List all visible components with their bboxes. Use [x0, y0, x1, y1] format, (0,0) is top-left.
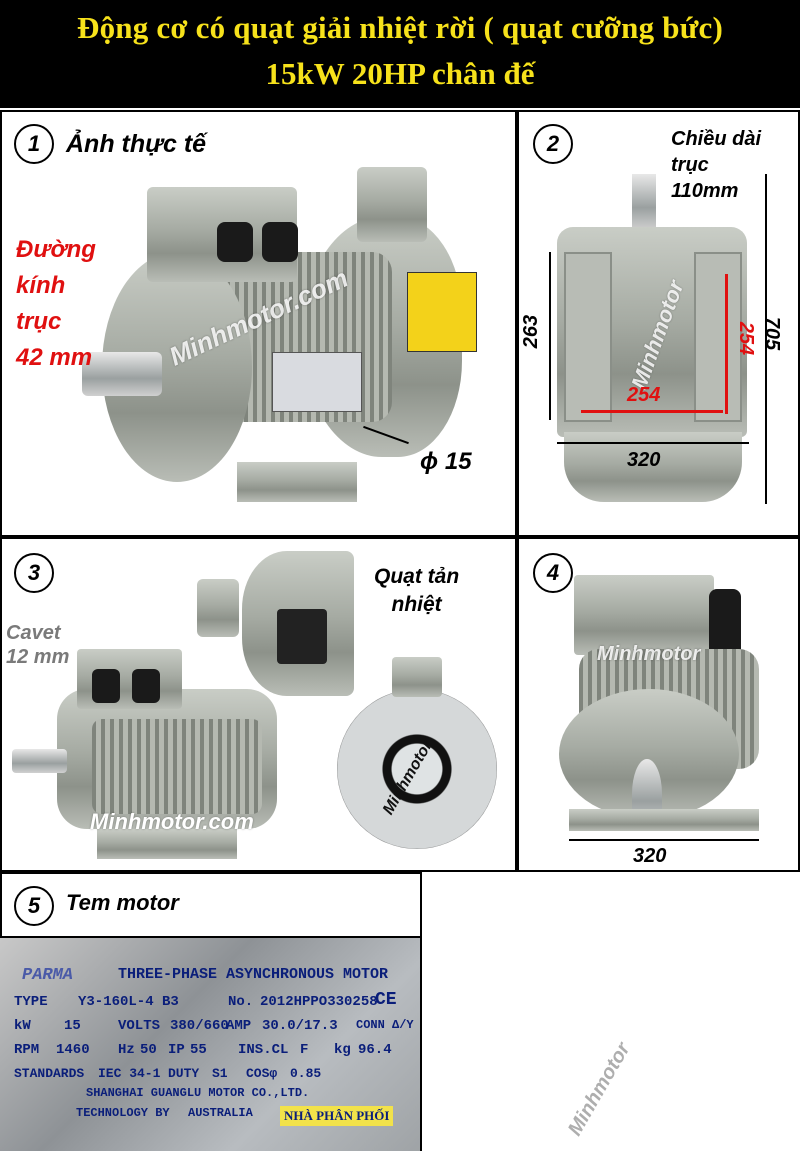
plate-tech: TECHNOLOGY BY — [76, 1106, 170, 1120]
panel-number: 4 — [533, 553, 573, 593]
panel-real-photo: 1 Ảnh thực tế Đường kính trục 42 mm Minh… — [0, 110, 517, 537]
motor-foot — [569, 809, 759, 831]
dim-254-horizontal-label: 254 — [627, 384, 661, 406]
plate-ins-label: INS.CL — [238, 1042, 289, 1058]
panel-front-view: 4 Minhmotor 320 — [517, 537, 800, 872]
motor-shaft — [632, 174, 656, 230]
motor-foot — [694, 252, 742, 422]
dim-line-254-horizontal — [581, 410, 723, 413]
plate-rpm-value: 1460 — [56, 1042, 90, 1058]
plate-type-label: TYPE — [14, 994, 48, 1010]
plate-kw-label: kW — [14, 1018, 31, 1034]
dim-705-label: 705 — [761, 316, 784, 351]
plate-ce-mark: CE — [375, 990, 397, 1010]
plate-kw-value: 15 — [64, 1018, 81, 1034]
fan-terminal-box — [357, 167, 427, 242]
plate-kg-value: 96.4 — [358, 1042, 392, 1058]
panel-number: 5 — [14, 886, 54, 926]
plate-conn-value: Δ/Y — [392, 1018, 414, 1032]
dim-line-254-vertical — [725, 274, 728, 414]
cable-gland — [92, 669, 120, 703]
dim-263-label: 263 — [520, 314, 543, 349]
page-header: Động cơ có quạt giải nhiệt rời ( quạt cư… — [0, 0, 800, 108]
terminal-box — [574, 575, 714, 655]
dim-320-label: 320 — [633, 845, 667, 867]
plate-std-value: IEC 34-1 — [98, 1066, 161, 1081]
motor-foot — [564, 252, 612, 422]
plate-hz-label: Hz — [118, 1042, 135, 1058]
watermark: Minhmotor — [597, 643, 701, 665]
dim-line-320 — [569, 839, 759, 841]
plate-kg-label: kg — [334, 1042, 351, 1058]
plate-ip-label: IP — [168, 1042, 185, 1058]
name-plate — [272, 352, 362, 412]
fan-terminal — [277, 609, 327, 664]
shaft-diameter-label: Đường kính trục 42 mm — [16, 236, 96, 371]
plate-cos-value: 0.85 — [290, 1066, 322, 1081]
fan-label: Quạt tản nhiệt — [374, 565, 460, 616]
hole-diameter-label: ϕ 15 — [420, 448, 472, 475]
motor-foot — [97, 829, 237, 859]
plate-amp-value: 30.0/17.3 — [262, 1018, 338, 1034]
plate-tech-country: AUSTRALIA — [188, 1106, 253, 1120]
watermark: Minhmotor.com — [90, 809, 254, 834]
plate-ins-value: F — [300, 1042, 309, 1058]
plate-hz-value: 50 — [140, 1042, 157, 1058]
panel-number: 3 — [14, 553, 54, 593]
plate-std-label: STANDARDS — [14, 1066, 85, 1081]
plate-volts-value: 380/660 — [170, 1018, 229, 1034]
panel-dimensions-top: 2 Chiều dài trục 110mm Minhmotor 263 705… — [517, 110, 800, 537]
plate-conn-label: CONN — [356, 1018, 385, 1032]
junction-box — [197, 579, 239, 637]
shaft-length-label: Chiều dài trục 110mm — [671, 128, 762, 202]
panel-fan: 3 Cavet 12 mm Quạt tản nhiệt Minhmotor.c… — [0, 537, 517, 872]
cable-gland — [217, 222, 253, 262]
plate-duty-value: S1 — [212, 1066, 228, 1081]
cable-gland — [262, 222, 298, 262]
cable-gland — [132, 669, 160, 703]
panel-number: 1 — [14, 124, 54, 164]
plate-amp-label: AMP — [226, 1018, 252, 1034]
plate-brand: PARMA — [22, 966, 74, 985]
dim-line-320 — [557, 442, 749, 444]
plate-ip-value: 55 — [190, 1042, 207, 1058]
panel-caption: Ảnh thực tế — [66, 130, 207, 158]
dim-254-vertical-label: 254 — [735, 321, 758, 356]
panel-caption: Tem motor — [66, 890, 179, 915]
panel-number: 2 — [533, 124, 573, 164]
plate-maker: SHANGHAI GUANGLU MOTOR CO.,LTD. — [86, 1086, 310, 1100]
dim-320-label: 320 — [627, 449, 661, 471]
plate-no-label: No. — [228, 994, 254, 1010]
cavet-label: Cavet 12 mm — [6, 622, 70, 668]
watermark: Minhmotor — [563, 1039, 635, 1140]
warning-label — [407, 272, 477, 352]
motor-image — [72, 152, 512, 532]
motor-shaft — [82, 352, 162, 396]
plate-duty-label: DUTY — [168, 1066, 200, 1081]
plate-title: THREE-PHASE ASYNCHRONOUS MOTOR — [118, 966, 389, 983]
header-title-line2: 15kW 20HP chân đế — [265, 56, 535, 91]
fan-motor-box — [392, 657, 442, 697]
motor-foot — [237, 462, 357, 502]
plate-dealer: NHÀ PHÂN PHỐI — [280, 1106, 394, 1126]
plate-no-value: 2012HPPO330258 — [260, 994, 378, 1010]
dim-line-263 — [549, 252, 551, 420]
motor-nameplate: PARMA THREE-PHASE ASYNCHRONOUS MOTOR TYP… — [0, 936, 420, 1151]
motor-fins — [92, 719, 262, 814]
plate-cos-label: COSφ — [246, 1066, 278, 1081]
dim-line-705 — [765, 174, 767, 504]
plate-volts-label: VOLTS — [118, 1018, 161, 1034]
fan-wheel — [337, 689, 497, 849]
header-title-line1: Động cơ có quạt giải nhiệt rời ( quạt cư… — [77, 10, 723, 45]
motor-shaft — [12, 749, 67, 773]
plate-rpm-label: RPM — [14, 1042, 40, 1058]
plate-type-value: Y3-160L-4 B3 — [78, 994, 179, 1010]
